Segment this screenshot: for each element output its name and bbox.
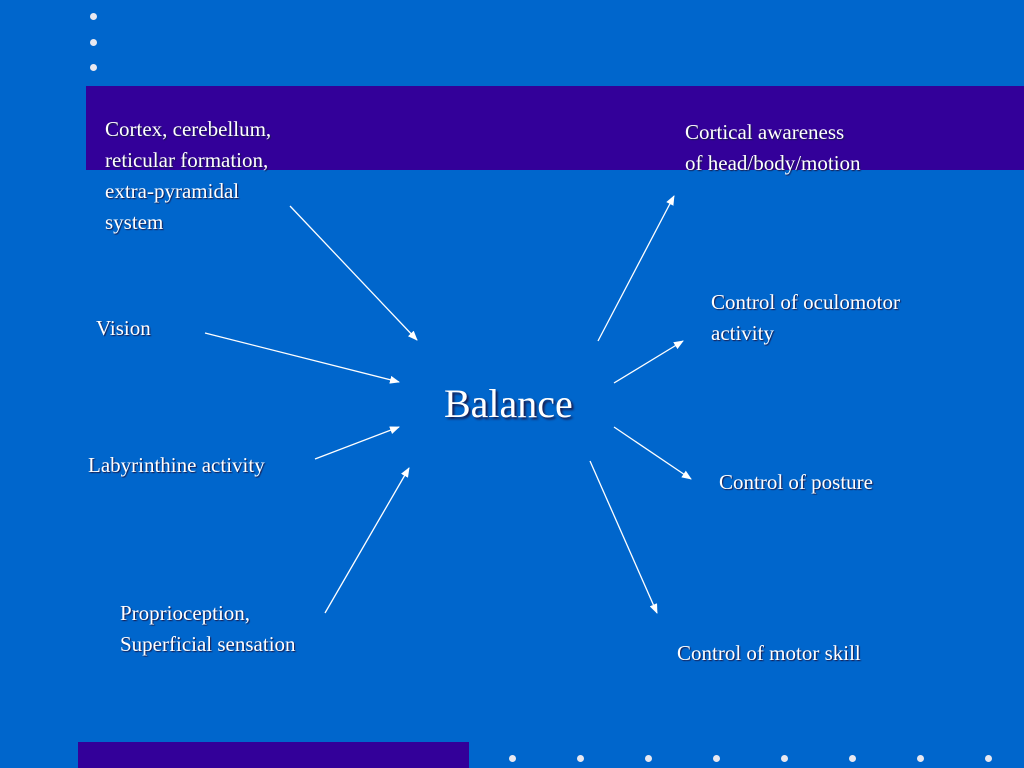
decorative-dot bbox=[917, 755, 924, 762]
input-label-vision: Vision bbox=[96, 313, 151, 344]
label-line: system bbox=[105, 210, 164, 234]
decorative-dot bbox=[90, 39, 97, 46]
arrow-labyrinthine-to-balance bbox=[314, 426, 400, 460]
decorative-dot bbox=[713, 755, 720, 762]
decorative-dot bbox=[781, 755, 788, 762]
decorative-dot bbox=[577, 755, 584, 762]
label-line: activity bbox=[711, 321, 774, 345]
input-label-labyrinthine: Labyrinthine activity bbox=[88, 450, 265, 481]
output-label-oculomotor: Control of oculomotor activity bbox=[711, 287, 900, 349]
decorative-dot bbox=[509, 755, 516, 762]
decorative-dot bbox=[645, 755, 652, 762]
center-node-balance: Balance bbox=[444, 381, 573, 426]
bottom-decorative-band bbox=[78, 742, 469, 768]
label-line: Proprioception, bbox=[120, 601, 251, 625]
decorative-dot bbox=[985, 755, 992, 762]
input-label-cortex: Cortex, cerebellum, reticular formation,… bbox=[105, 114, 271, 238]
label-line: Vision bbox=[96, 316, 151, 340]
label-line: reticular formation, bbox=[105, 148, 269, 172]
decorative-dot bbox=[849, 755, 856, 762]
label-line: of head/body/motion bbox=[685, 151, 861, 175]
input-label-proprioception: Proprioception, Superficial sensation bbox=[120, 598, 296, 660]
label-line: extra-pyramidal bbox=[105, 179, 240, 203]
arrow-cortex-to-balance bbox=[289, 205, 418, 341]
label-line: Cortex, cerebellum, bbox=[105, 117, 272, 141]
arrow-balance-to-motor-skill bbox=[589, 460, 658, 614]
arrow-proprioception-to-balance bbox=[324, 467, 410, 614]
label-line: Superficial sensation bbox=[120, 632, 296, 656]
arrow-balance-to-oculomotor bbox=[613, 340, 684, 384]
label-line: Cortical awareness bbox=[685, 120, 845, 144]
arrow-vision-to-balance bbox=[204, 332, 400, 384]
top-decorative-band bbox=[86, 86, 1024, 170]
output-label-motor-skill: Control of motor skill bbox=[677, 638, 861, 669]
label-line: Control of posture bbox=[719, 470, 873, 494]
label-line: Control of motor skill bbox=[677, 641, 861, 665]
arrow-balance-to-posture bbox=[613, 426, 692, 480]
output-label-cortical-awareness: Cortical awareness of head/body/motion bbox=[685, 117, 861, 179]
output-label-posture: Control of posture bbox=[719, 467, 873, 498]
decorative-dot bbox=[90, 13, 97, 20]
label-line: Labyrinthine activity bbox=[88, 453, 265, 477]
label-line: Control of oculomotor bbox=[711, 290, 900, 314]
decorative-dot bbox=[90, 64, 97, 71]
arrow-balance-to-cortical-awareness bbox=[597, 195, 675, 342]
